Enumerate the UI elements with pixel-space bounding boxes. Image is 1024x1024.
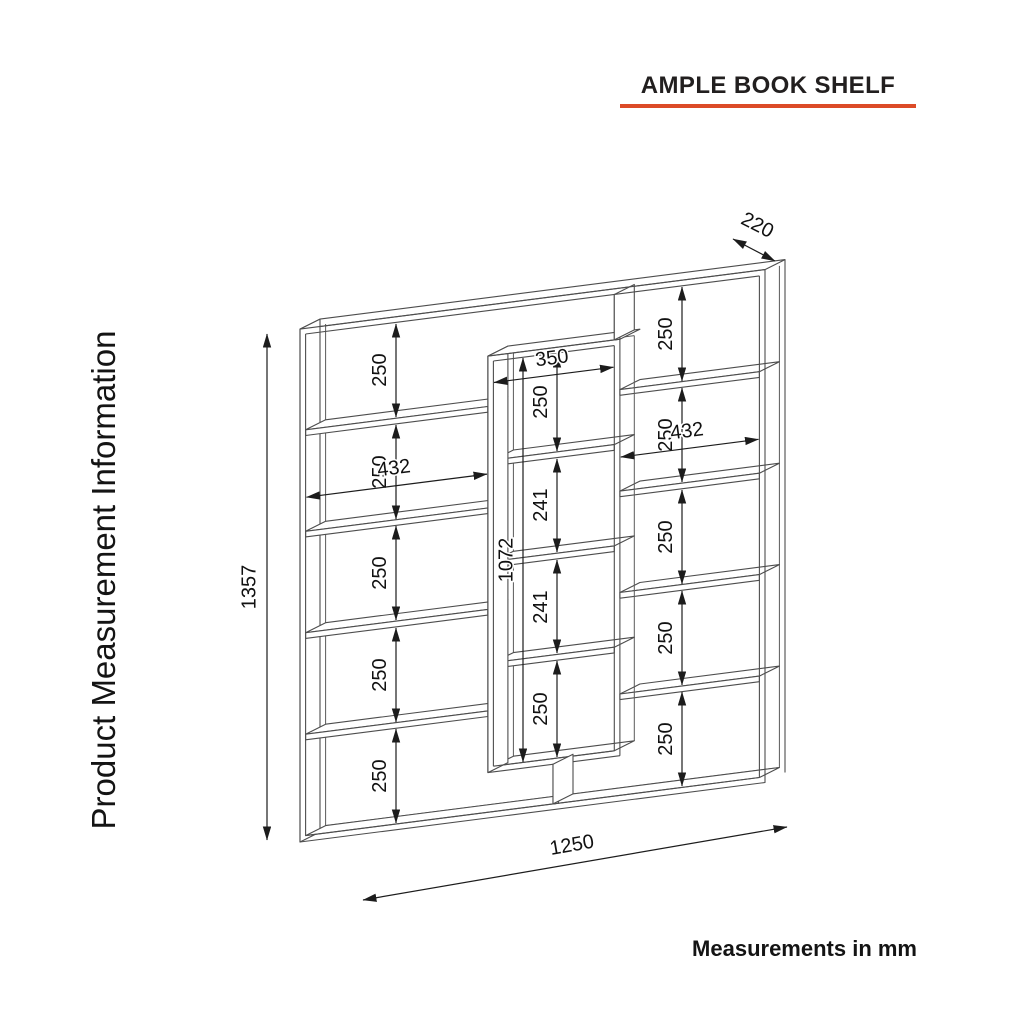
footer-note: Measurements in mm bbox=[692, 936, 917, 961]
dim-tower-cell-height: 241 bbox=[530, 488, 552, 521]
top-divider bbox=[613, 283, 635, 341]
dim-cell-height: 250 bbox=[369, 556, 391, 589]
dim-cell-height: 250 bbox=[655, 317, 677, 350]
dimension-annotations: 1357 1250 220 250 250 250 250 250 250 25… bbox=[237, 206, 788, 902]
dim-tower-cell-height: 241 bbox=[530, 590, 552, 623]
page-title: AMPLE BOOK SHELF bbox=[640, 72, 896, 99]
dim-tower-inner-width: 350 bbox=[534, 345, 570, 371]
dim-cell-height: 250 bbox=[530, 692, 552, 725]
dim-cell-height: 250 bbox=[530, 385, 552, 418]
cabinet-top-face bbox=[299, 259, 786, 330]
dim-cell-height: 250 bbox=[655, 621, 677, 654]
bottom-divider bbox=[552, 753, 574, 805]
dim-cell-height: 250 bbox=[369, 759, 391, 792]
dim-column-width: 432 bbox=[669, 418, 705, 444]
dim-cell-height: 250 bbox=[655, 722, 677, 755]
dim-overall-width: 1250 bbox=[548, 831, 596, 860]
dim-depth: 220 bbox=[737, 208, 777, 243]
title-accent-bar bbox=[620, 104, 916, 108]
cabinet-front-frame bbox=[299, 269, 766, 843]
dim-column-width: 432 bbox=[376, 455, 412, 481]
cabinet-left-face bbox=[299, 318, 321, 843]
dim-cell-height: 250 bbox=[369, 658, 391, 691]
dim-cell-height: 250 bbox=[369, 353, 391, 386]
dim-tower-inner-height: 1072 bbox=[495, 538, 517, 583]
right-column-shelves bbox=[619, 361, 780, 701]
dim-overall-height: 1357 bbox=[238, 565, 260, 610]
dim-cell-height: 250 bbox=[655, 520, 677, 553]
left-column-shelves bbox=[305, 395, 509, 741]
